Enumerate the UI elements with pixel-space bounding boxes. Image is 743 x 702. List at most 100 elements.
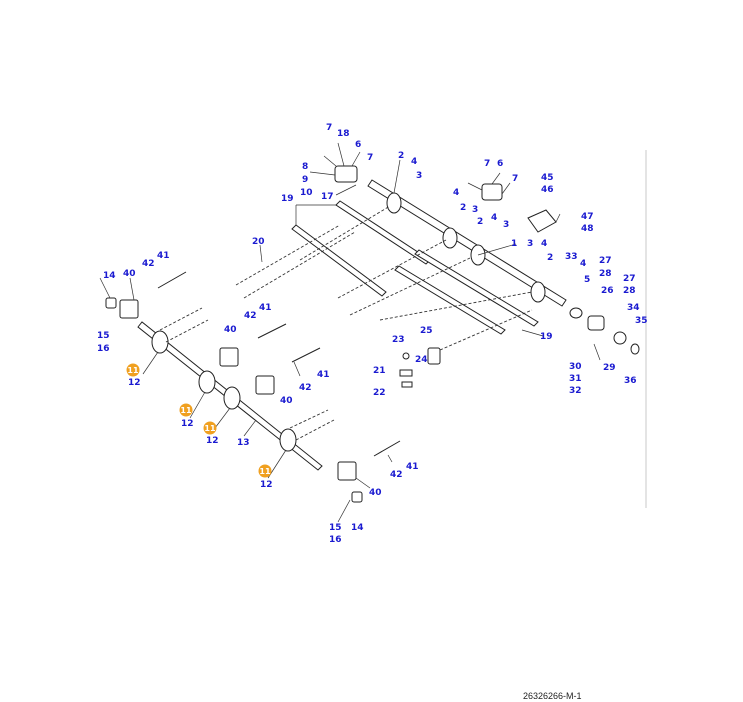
callout-label: 41 [317,370,330,380]
callout-label: 28 [623,286,636,296]
chain [337,239,447,299]
callout-label: 7 [326,123,332,133]
callout-label: 40 [280,396,293,406]
callout-label: 7 [512,174,518,184]
callout-label: 46 [541,185,554,195]
callout-label: 41 [259,303,272,313]
guard-box [527,209,557,233]
callout-label: 32 [569,386,582,396]
callout-label: 42 [142,259,155,269]
callout-label: 15 [97,331,110,341]
flight-bar-3 [414,249,539,327]
callout-label: 15 [329,523,342,533]
flight-bar-4 [394,265,506,335]
lower-chains [159,307,335,441]
callout-label: 2 [477,217,483,227]
callout-label: 40 [224,325,237,335]
chain [299,205,391,261]
bolt [402,352,410,360]
callout-label: 48 [581,224,594,234]
sprocket [223,386,241,410]
callout-label: 34 [627,303,640,313]
callout-label: 23 [392,335,405,345]
highlight-marker [258,464,272,478]
callout-label: 22 [373,388,386,398]
highlighted-callout-label: 11 [180,406,192,415]
bolt [257,323,287,339]
callout-label: 26 [601,286,614,296]
callout-label: 6 [355,140,361,150]
nut [351,491,363,503]
bearing-housing [481,183,503,201]
end-cap [630,343,640,355]
document-id: 26326266-M-1 [523,691,582,701]
bearing-ring [613,331,627,345]
callout-label: 29 [603,363,616,373]
callout-label: 12 [206,436,219,446]
callout-label: 40 [369,488,382,498]
callout-label: 17 [321,192,334,202]
callout-label: 7 [367,153,373,163]
callout-label: 16 [97,344,110,354]
highlighted-callout-label: 11 [127,366,139,375]
callout-label: 12 [181,419,194,429]
callout-label: 42 [244,311,257,321]
callout-label: 4 [491,213,497,223]
upper-shaft-assembly [291,165,640,388]
callout-label: 47 [581,212,594,222]
callout-label: 3 [416,171,422,181]
bolt [157,271,187,289]
chain [289,409,329,429]
callout-label: 12 [260,480,273,490]
callout-label: 3 [503,220,509,230]
sprocket [198,370,216,394]
callout-label: 2 [398,151,404,161]
lower-shaft-assembly [105,271,401,503]
callout-label: 21 [373,366,386,376]
callout-label: 24 [415,355,428,365]
sprocket [386,192,402,214]
callout-label: 27 [623,274,636,284]
callout-label: 8 [302,162,308,172]
callout-label: 42 [299,383,312,393]
bearing-ring [569,307,583,319]
callout-label: 33 [565,252,578,262]
bearing-block [255,375,275,395]
callout-label: 10 [300,188,313,198]
callout-label: 14 [351,523,364,533]
callout-label: 5 [584,275,590,285]
callout-label: 36 [624,376,637,386]
callout-label: 6 [497,159,503,169]
washer [401,381,413,388]
callout-label: 18 [337,129,350,139]
callout-label: 40 [123,269,136,279]
chain [295,419,335,441]
chain [235,224,341,286]
chain [243,231,356,299]
callout-label: 1 [511,239,517,249]
callout-label: 12 [128,378,141,388]
callout-label: 42 [390,470,403,480]
callout-label: 19 [540,332,553,342]
callout-label: 35 [635,316,648,326]
callout-label: 41 [406,462,419,472]
clamp [399,369,413,377]
callout-label: 4 [453,188,459,198]
tensioner-bracket [427,347,441,365]
bolt [291,347,321,363]
chain [159,307,203,331]
callout-label: 2 [460,203,466,213]
sprocket [151,330,169,354]
bearing-block [219,347,239,367]
sprocket [442,227,458,249]
callout-label: 16 [329,535,342,545]
highlight-marker [203,421,217,435]
callout-label: 4 [411,157,417,167]
chain [439,309,533,351]
callout-label: 28 [599,269,612,279]
callout-label: 14 [103,271,116,281]
chain [165,319,209,343]
callout-label: 7 [484,159,490,169]
sleeve [587,315,605,331]
